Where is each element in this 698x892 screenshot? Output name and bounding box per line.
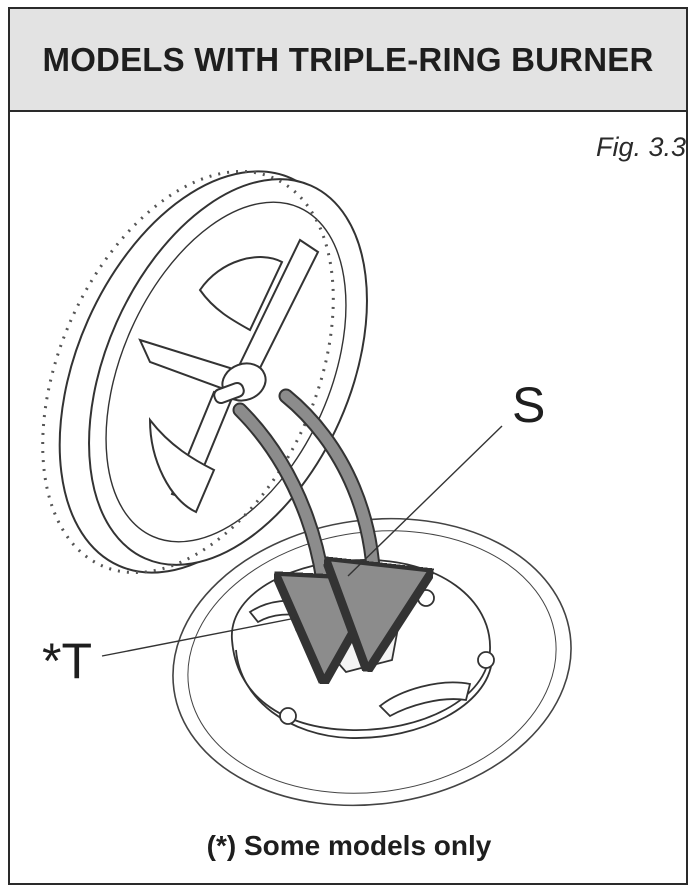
callout-t: *T [42, 633, 92, 689]
placement-arrows [232, 388, 374, 640]
footnote: (*) Some models only [206, 830, 492, 861]
burner-crown [41, 169, 368, 575]
leader-line-t [101, 617, 297, 657]
callout-s: S [512, 377, 546, 433]
figure-label: Fig. 3.3 [595, 132, 686, 162]
leader-line-s [347, 425, 503, 577]
header-title: MODELS WITH TRIPLE-RING BURNER [42, 40, 654, 78]
burner-base [231, 559, 495, 739]
header-band: MODELS WITH TRIPLE-RING BURNER [10, 9, 686, 112]
hob-ring [172, 517, 572, 807]
